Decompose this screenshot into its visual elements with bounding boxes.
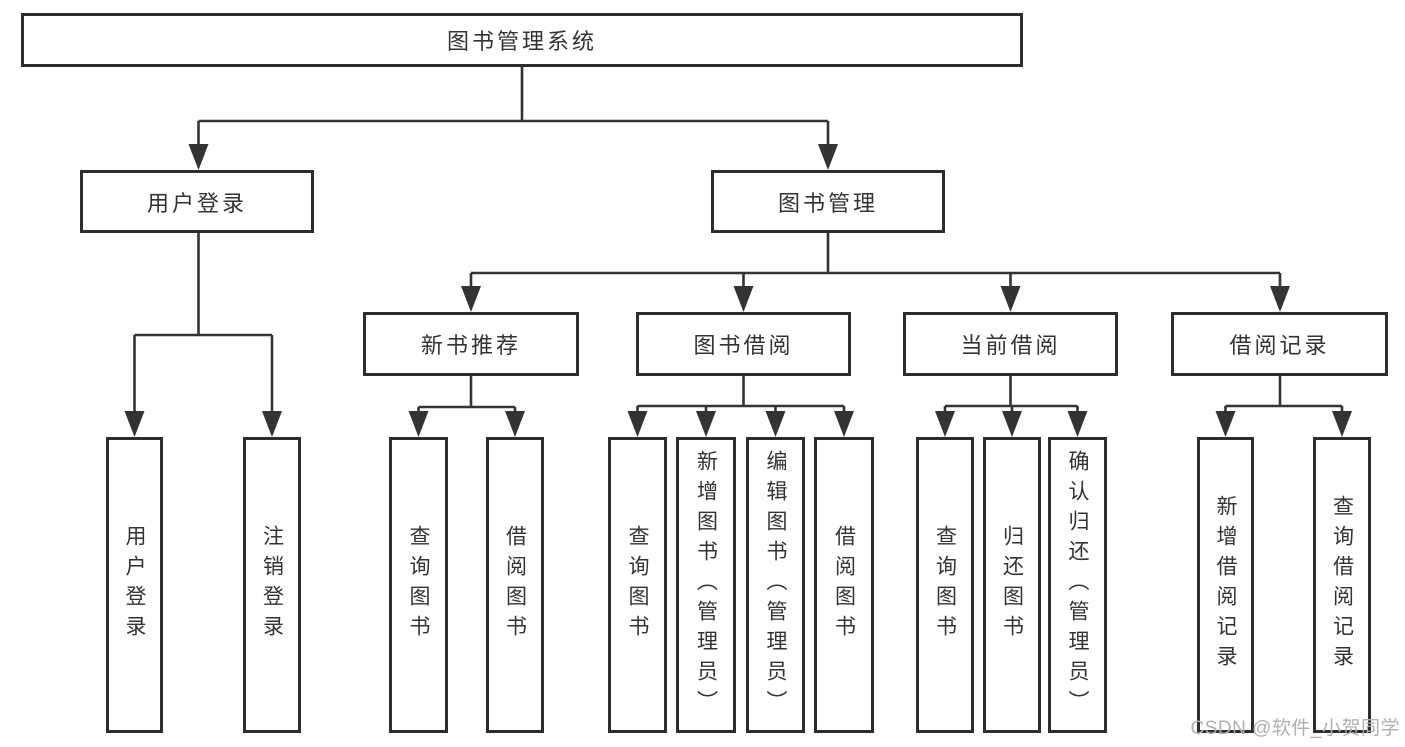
node-new-book-recommend: 新书推荐	[363, 312, 579, 376]
node-book-borrow-label: 图书借阅	[693, 333, 794, 358]
node-book-borrow: 图书借阅	[636, 312, 851, 376]
node-current-borrow-label: 当前借阅	[960, 333, 1061, 358]
leaf-add-book-admin-label: 新增图书（管理员）	[694, 450, 718, 720]
watermark: CSDN @软件_小贺同学	[1190, 718, 1400, 739]
leaf-query-borrow-record-label: 查询借阅记录	[1330, 495, 1354, 675]
leaf-query-books-1: 查询图书	[389, 437, 448, 733]
leaf-user-login: 用户登录	[106, 437, 163, 733]
arrowheads	[124, 144, 1352, 437]
leaf-add-book-admin: 新增图书（管理员）	[676, 437, 736, 733]
node-book-management: 图书管理	[711, 170, 945, 233]
leaf-query-books-1-label: 查询图书	[407, 525, 430, 645]
node-book-management-label: 图书管理	[777, 190, 878, 216]
node-borrow-records: 借阅记录	[1171, 312, 1388, 376]
node-borrow-records-label: 借阅记录	[1229, 333, 1330, 358]
node-current-borrow: 当前借阅	[903, 312, 1118, 376]
leaf-user-login-label: 用户登录	[123, 525, 146, 645]
node-new-book-recommend-label: 新书推荐	[420, 333, 521, 358]
leaf-logout: 注销登录	[243, 437, 301, 733]
leaf-return-books-label: 归还图书	[1000, 525, 1024, 645]
leaf-logout-label: 注销登录	[260, 525, 284, 645]
leaf-query-books-2-label: 查询图书	[626, 525, 649, 645]
leaf-borrow-books-1: 借阅图书	[486, 437, 544, 733]
leaf-query-books-3: 查询图书	[916, 437, 974, 733]
leaf-borrow-books-1-label: 借阅图书	[503, 525, 527, 645]
leaf-edit-book-admin: 编辑图书（管理员）	[746, 437, 805, 733]
node-user-login: 用户登录	[80, 170, 314, 233]
leaf-borrow-books-2: 借阅图书	[814, 437, 874, 733]
leaf-return-books: 归还图书	[983, 437, 1041, 733]
leaf-confirm-return-admin-label: 确认归还（管理员）	[1066, 450, 1089, 720]
leaf-edit-book-admin-label: 编辑图书（管理员）	[764, 450, 787, 720]
leaf-query-books-3-label: 查询图书	[933, 525, 957, 645]
leaf-add-borrow-record: 新增借阅记录	[1197, 437, 1254, 733]
node-root: 图书管理系统	[21, 13, 1023, 67]
leaf-query-borrow-record: 查询借阅记录	[1313, 437, 1371, 733]
node-root-label: 图书管理系统	[446, 29, 597, 54]
leaf-query-books-2: 查询图书	[608, 437, 667, 733]
node-user-login-label: 用户登录	[146, 190, 247, 216]
leaf-confirm-return-admin: 确认归还（管理员）	[1048, 437, 1107, 733]
leaf-add-borrow-record-label: 新增借阅记录	[1214, 495, 1237, 675]
leaf-borrow-books-2-label: 借阅图书	[832, 525, 856, 645]
